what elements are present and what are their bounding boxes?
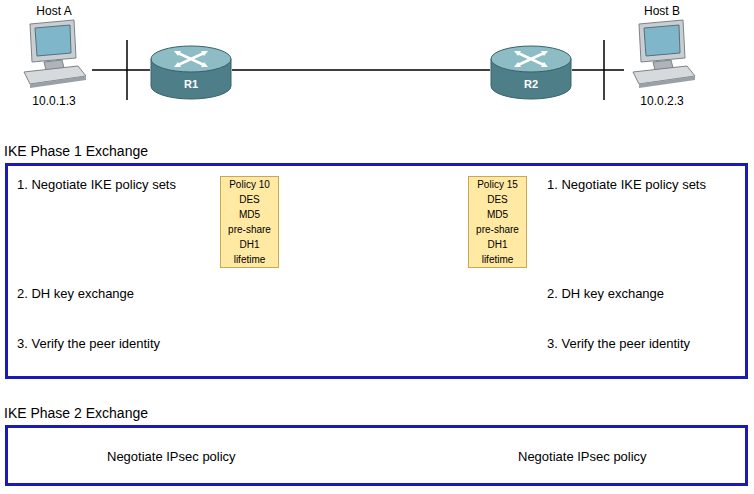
pc-icon: [24, 20, 86, 88]
router-top: [491, 46, 571, 72]
phase-heading: IKE Phase 2 Exchange: [4, 404, 148, 422]
router-arrows: [514, 51, 548, 67]
policy-box: Policy 10DESMD5pre-shareDH1lifetime: [220, 176, 279, 268]
policy-line: MD5: [224, 207, 275, 222]
step-label: 1. Negotiate IKE policy sets: [547, 177, 706, 193]
policy-line: DES: [224, 192, 275, 207]
policy-line: DH1: [472, 237, 523, 252]
ip-address: 10.0.1.3: [16, 94, 92, 108]
policy-line: pre-share: [472, 222, 523, 237]
router-arrows: [518, 53, 544, 65]
policy-line: Policy 10: [224, 177, 275, 192]
policy-line: DH1: [224, 237, 275, 252]
step-label: 3. Verify the peer identity: [547, 336, 690, 352]
network-link: [92, 69, 150, 71]
host: Host A 10.0.1.3: [16, 4, 92, 108]
step-label: Negotiate IPsec policy: [518, 449, 647, 465]
router-outline: [490, 45, 572, 100]
policy-line: Policy 15: [472, 177, 523, 192]
step-label: 2. DH key exchange: [17, 286, 134, 302]
step-label: 3. Verify the peer identity: [17, 336, 160, 352]
router-arrows: [174, 51, 208, 67]
router-arrows: [178, 53, 204, 65]
network-link: [572, 69, 624, 71]
router: R2: [490, 45, 572, 100]
pc-icon: [633, 20, 695, 88]
router-name: R2: [490, 78, 572, 91]
policy-line: lifetime: [224, 252, 275, 267]
host-name: Host B: [624, 4, 700, 18]
policy-line: DES: [472, 192, 523, 207]
policy-line: pre-share: [224, 222, 275, 237]
step-label: 1. Negotiate IKE policy sets: [17, 177, 176, 193]
policy-line: lifetime: [472, 252, 523, 267]
policy-box: Policy 15DESMD5pre-shareDH1lifetime: [468, 176, 527, 268]
phase-heading: IKE Phase 1 Exchange: [4, 142, 148, 160]
step-label: Negotiate IPsec policy: [107, 449, 236, 465]
router-name: R1: [150, 78, 232, 91]
router-top: [151, 46, 231, 72]
host: Host B 10.0.2.3: [624, 4, 700, 108]
ip-address: 10.0.2.3: [624, 94, 700, 108]
host-name: Host A: [16, 4, 92, 18]
policy-line: MD5: [472, 207, 523, 222]
router-outline: [150, 45, 232, 100]
router: R1: [150, 45, 232, 100]
step-label: 2. DH key exchange: [547, 286, 664, 302]
network-link: [232, 69, 490, 71]
